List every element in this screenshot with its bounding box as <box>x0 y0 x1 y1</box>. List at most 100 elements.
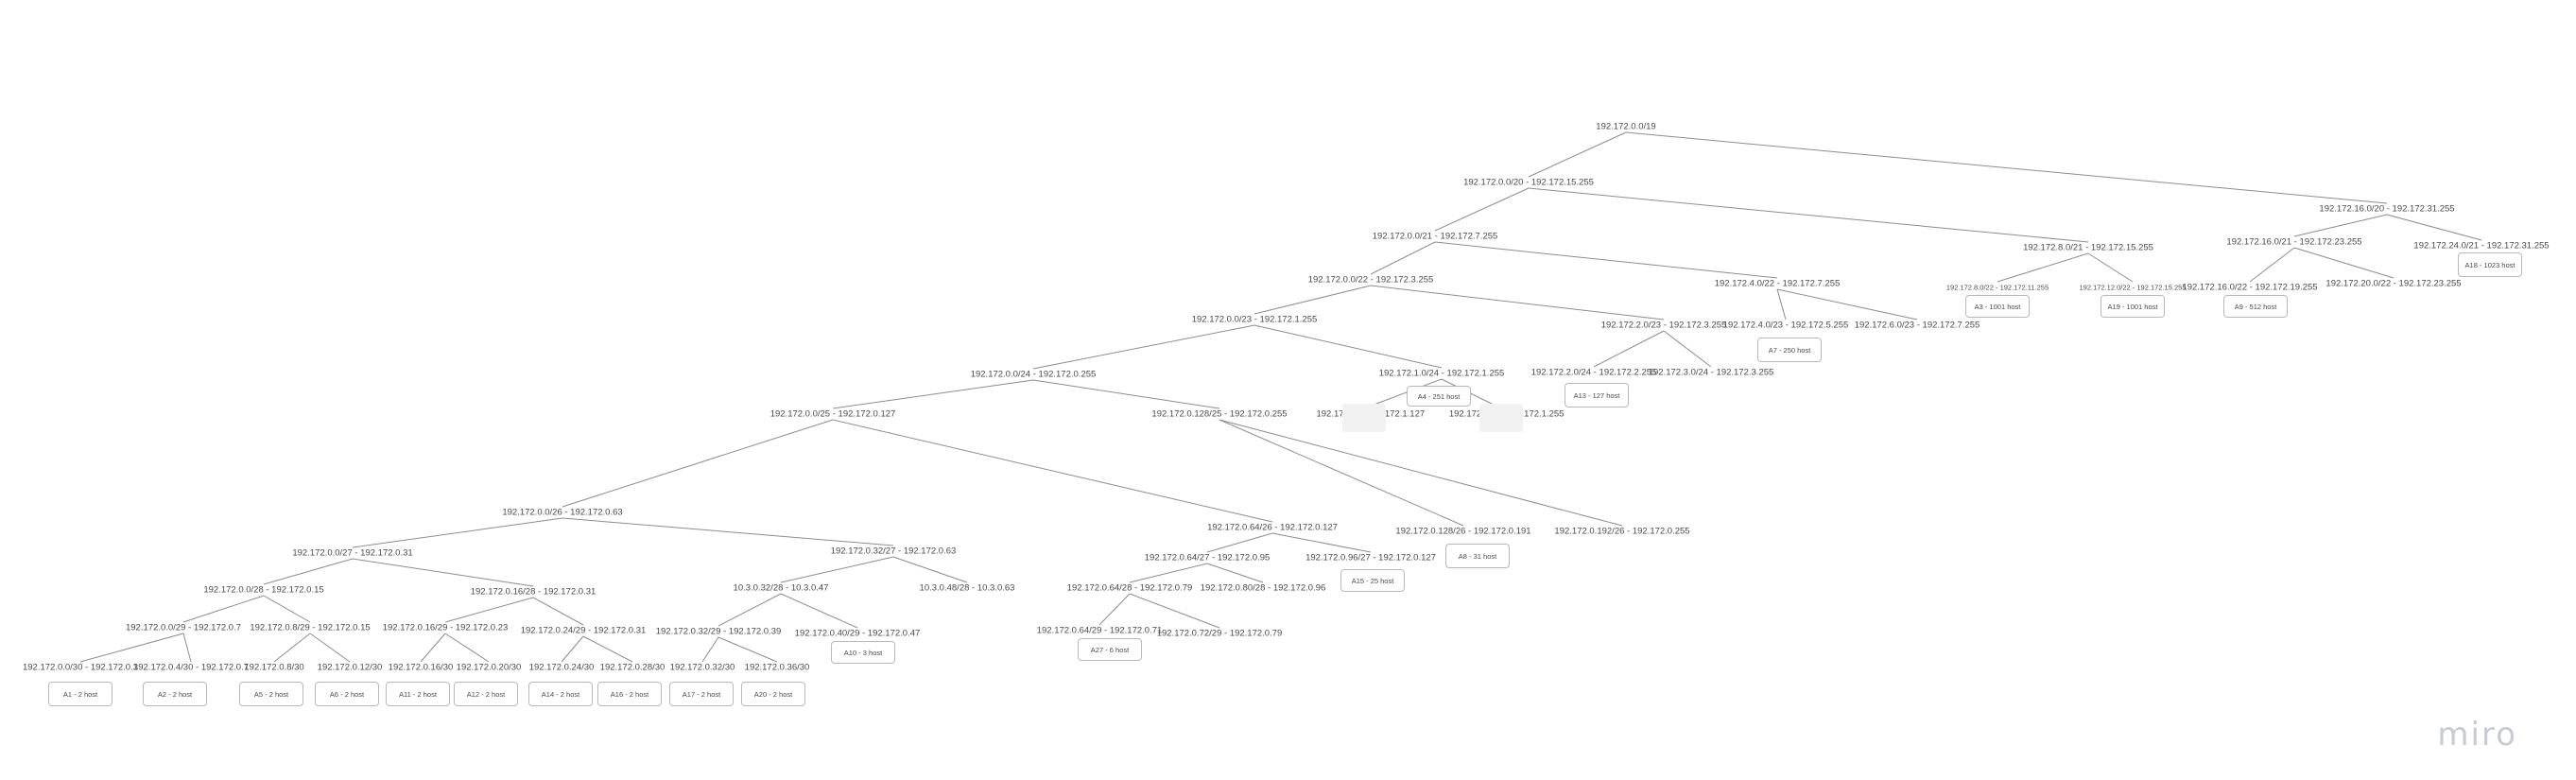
subnet-node: 192.172.0.32/29 - 192.172.0.39 <box>655 626 782 637</box>
host-box[interactable]: A14 - 2 host <box>528 682 593 706</box>
subnet-node: 192.172.24.0/21 - 192.172.31.255 <box>2413 240 2550 251</box>
subnet-node: 192.172.0.64/28 - 192.172.0.79 <box>1066 582 1193 594</box>
host-box[interactable]: A10 - 3 host <box>831 641 895 664</box>
subnet-node-partial: .172.1.255 <box>1521 408 1565 420</box>
host-box[interactable]: A2 - 2 host <box>143 682 207 706</box>
subnet-node: 192.172.0.16/28 - 192.172.0.31 <box>470 586 596 598</box>
host-box[interactable]: A11 - 2 host <box>386 682 450 706</box>
subnet-node: 192.172.0.72/29 - 192.172.0.79 <box>1156 628 1283 639</box>
tree-connector <box>892 556 968 583</box>
subnet-node: 192.172.16.0/20 - 192.172.31.255 <box>2319 203 2455 215</box>
tree-connector <box>1528 131 1627 178</box>
subnet-node: 192.172.0.0/27 - 192.172.0.31 <box>292 547 413 559</box>
subnet-node: 192.172.0.128/25 - 192.172.0.255 <box>1151 408 1288 420</box>
host-box[interactable]: A5 - 2 host <box>239 682 303 706</box>
subnet-node-partial: 172.1.127 <box>1384 408 1426 420</box>
subnet-node: 192.172.20.0/22 - 192.172.23.255 <box>2325 278 2462 289</box>
host-box[interactable]: A12 - 2 host <box>454 682 518 706</box>
tree-connector <box>717 636 778 663</box>
subnet-node: 192.172.16.0/22 - 192.172.19.255 <box>2182 282 2318 293</box>
subnet-node: 192.172.2.0/24 - 192.172.2.255 <box>1530 367 1657 378</box>
tree-connector <box>1032 324 1255 370</box>
tree-connector <box>1370 241 1436 275</box>
tree-connector <box>832 379 1034 409</box>
host-box[interactable]: A20 - 2 host <box>741 682 805 706</box>
subnet-node: 192.172.0.4/30 - 192.172.0.7 <box>132 662 250 673</box>
host-box[interactable]: A6 - 2 host <box>315 682 379 706</box>
subnet-node: 192.172.6.0/23 - 192.172.7.255 <box>1854 320 1980 331</box>
subnet-node: 192.172.0.32/27 - 192.172.0.63 <box>830 546 957 557</box>
subnet-node: 192.172.0.0/24 - 192.172.0.255 <box>970 369 1097 380</box>
miro-logo: miro <box>2437 716 2517 754</box>
tree-connector <box>1528 187 2089 243</box>
subnet-node: 192.172.0.16/29 - 192.172.0.23 <box>382 622 509 633</box>
subnet-node: 192.172.2.0/23 - 192.172.3.255 <box>1600 320 1727 331</box>
subnet-node: 192.172.3.0/24 - 192.172.3.255 <box>1648 367 1774 378</box>
subnet-node-partial: 192.172 <box>1448 408 1482 420</box>
tree-connector <box>1663 330 1712 368</box>
host-box[interactable]: A9 - 512 host <box>2223 295 2288 318</box>
host-box[interactable]: A8 - 31 host <box>1445 544 1510 568</box>
subnet-node: 192.172.0.0/20 - 192.172.15.255 <box>1463 177 1594 188</box>
host-box[interactable]: A7 - 250 host <box>1757 338 1822 362</box>
subnet-node: 192.172.0.32/30 <box>669 662 735 673</box>
subnet-node: 192.172.0.0/25 - 192.172.0.127 <box>769 408 896 420</box>
tree-connector <box>562 517 894 546</box>
tree-connector <box>420 633 446 663</box>
tree-connector <box>582 635 633 663</box>
host-box[interactable]: A16 - 2 host <box>597 682 662 706</box>
tree-connector <box>562 419 834 508</box>
host-box[interactable]: A18 - 1023 host <box>2458 252 2522 277</box>
host-box[interactable]: A17 - 2 host <box>669 682 734 706</box>
subnet-node: 192.172.0.0/28 - 192.172.0.15 <box>203 584 324 596</box>
tree-connector <box>2293 214 2388 237</box>
tree-connector <box>1032 379 1220 409</box>
tree-connector <box>352 558 534 587</box>
tree-connector <box>1370 285 1665 321</box>
tree-connector <box>1253 324 1443 369</box>
tree-connector <box>1434 241 1778 279</box>
tree-connector <box>780 556 894 583</box>
subnet-node: 192.172.0.128/26 - 192.172.0.191 <box>1395 526 1531 537</box>
host-box[interactable]: A15 - 25 host <box>1340 569 1405 592</box>
tree-connector <box>444 633 490 663</box>
subnet-node: 192.172.0.28/30 <box>599 662 666 673</box>
tree-connector <box>1206 563 1264 583</box>
tree-connector <box>532 597 584 626</box>
tree-connector <box>182 633 192 663</box>
subnet-node: 192.172.0.64/29 - 192.172.0.71 <box>1036 625 1163 636</box>
host-box[interactable]: A3 - 1001 host <box>1965 295 2030 318</box>
subnet-node: 192.172.16.0/21 - 192.172.23.255 <box>2226 236 2362 248</box>
host-box[interactable]: A13 - 127 host <box>1565 383 1629 407</box>
subnet-node: 192.172.0.0/19 <box>1596 121 1656 132</box>
subnet-node: 192.172.0.0/22 - 192.172.3.255 <box>1307 274 1434 286</box>
tree-connector <box>1434 187 1530 232</box>
subnet-node: 192.172.0.20/30 <box>456 662 522 673</box>
host-box[interactable]: A19 - 1001 host <box>2101 295 2165 318</box>
subnet-node: 192.172.1.0/24 - 192.172.1.255 <box>1378 368 1505 379</box>
subnet-node: 192.172.0.64/26 - 192.172.0.127 <box>1207 522 1338 533</box>
host-box[interactable]: A27 - 6 host <box>1078 638 1142 661</box>
subnet-node: 192.172.0.16/30 <box>388 662 454 673</box>
tree-connector <box>1129 593 1220 629</box>
subnet-node: 192.172.0.8/30 <box>244 662 304 673</box>
subnet-node: 192.172.8.0/22 - 192.172.11.255 <box>1945 283 2049 292</box>
tree-connector <box>1997 252 2089 283</box>
tree-connector <box>1625 131 2388 204</box>
subnet-node: 192.172.0.12/30 <box>317 662 383 673</box>
tree-connector <box>2386 214 2482 241</box>
subnet-node: 192.172.4.0/23 - 192.172.5.255 <box>1722 320 1849 331</box>
subnet-node: 10.3.0.32/28 - 10.3.0.47 <box>733 582 829 594</box>
tree-connector <box>2249 247 2295 283</box>
subnet-node: 192.172.0.40/29 - 192.172.0.47 <box>794 628 921 639</box>
tree-connector <box>79 633 184 663</box>
tree-connector <box>182 595 265 623</box>
host-box[interactable]: A4 - 251 host <box>1407 386 1471 407</box>
tree-connector <box>2293 247 2394 279</box>
subnet-node: 10.3.0.48/28 - 10.3.0.63 <box>919 582 1015 594</box>
subnet-node: 192.172.0.64/27 - 192.172.0.95 <box>1144 552 1271 563</box>
host-box[interactable]: A1 - 2 host <box>48 682 112 706</box>
occluding-shape <box>1479 404 1523 432</box>
